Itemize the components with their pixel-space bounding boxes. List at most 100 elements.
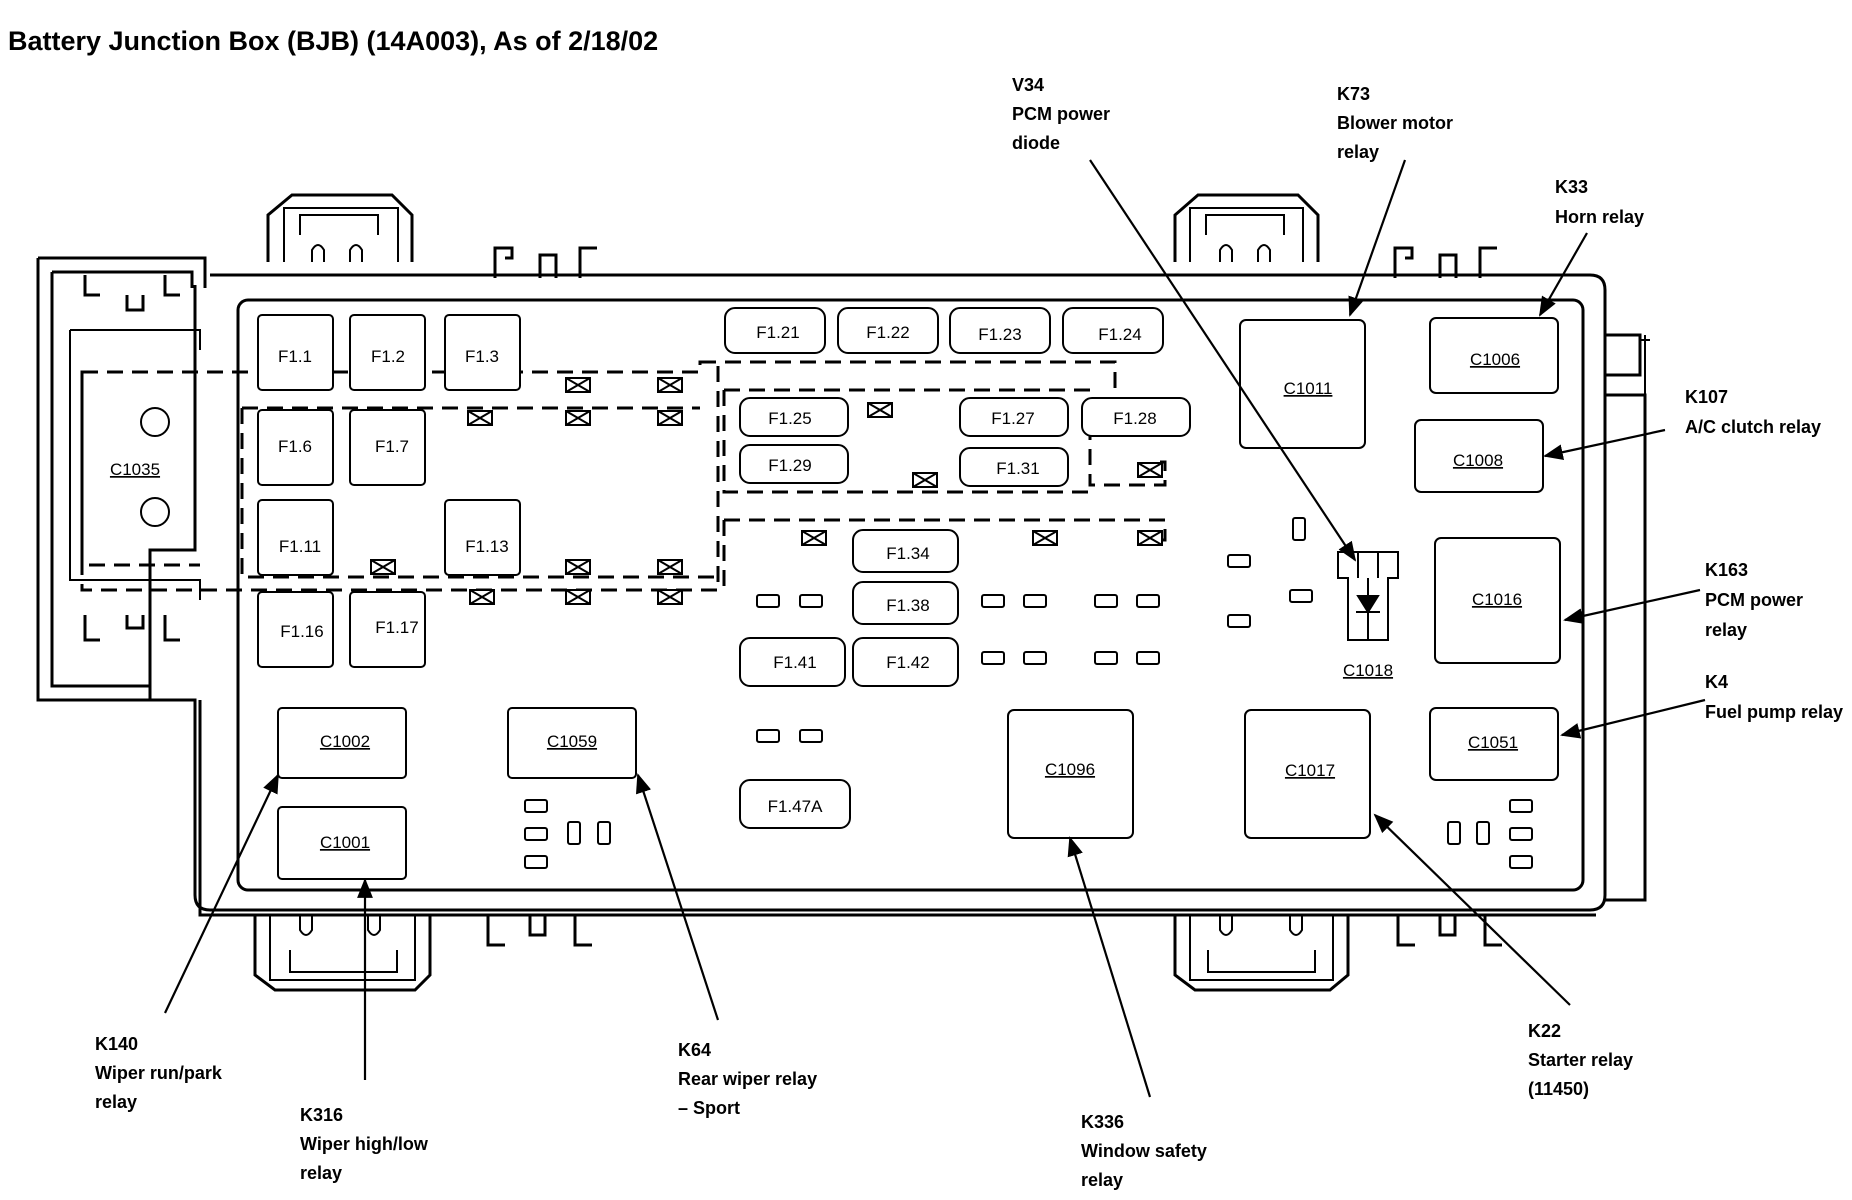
callout-k33: K33 Horn relay: [1555, 177, 1644, 227]
svg-text:C1059: C1059: [547, 732, 597, 751]
svg-text:F1.28: F1.28: [1113, 409, 1156, 428]
svg-text:K316: K316: [300, 1105, 343, 1125]
svg-text:F1.22: F1.22: [866, 323, 909, 342]
svg-text:K73: K73: [1337, 84, 1370, 104]
relay-socket-c1008: C1008: [1414, 419, 1544, 493]
fuse-f1-2: F1.2: [349, 314, 426, 391]
svg-text:C1051: C1051: [1468, 733, 1518, 752]
relay-socket-c1001: C1001: [277, 806, 407, 880]
svg-text:K64: K64: [678, 1040, 711, 1060]
callout-k140: K140 Wiper run/park relay: [95, 1034, 223, 1112]
svg-text:Starter relay: Starter relay: [1528, 1050, 1633, 1070]
fuse-f1-13: F1.13: [444, 499, 521, 576]
fuse-f1-29: F1.29: [739, 444, 849, 484]
fuse-f1-31: F1.31: [959, 447, 1069, 487]
fuse-f1-34: F1.34: [852, 529, 959, 573]
svg-text:C1011: C1011: [1284, 379, 1333, 398]
svg-text:F1.16: F1.16: [280, 622, 323, 641]
svg-text:F1.23: F1.23: [978, 325, 1021, 344]
svg-text:K336: K336: [1081, 1112, 1124, 1132]
svg-text:diode: diode: [1012, 133, 1060, 153]
fuse-f1-24: F1.24: [1062, 307, 1164, 354]
callout-k107: K107 A/C clutch relay: [1685, 387, 1821, 437]
svg-text:F1.3: F1.3: [465, 347, 499, 366]
svg-text:F1.25: F1.25: [768, 409, 811, 428]
svg-text:C1008: C1008: [1453, 451, 1503, 470]
svg-text:K107: K107: [1685, 387, 1728, 407]
svg-text:F1.6: F1.6: [278, 437, 312, 456]
leader-lines: [164, 159, 1706, 1098]
relay-socket-c1017: C1017: [1244, 709, 1371, 839]
svg-text:– Sport: – Sport: [678, 1098, 740, 1118]
svg-text:C1016: C1016: [1472, 590, 1522, 609]
fuse-f1-25: F1.25: [739, 397, 849, 437]
svg-text:F1.38: F1.38: [886, 596, 929, 615]
fuse-f1-27: F1.27: [959, 397, 1069, 437]
fuse-f1-17: F1.17: [349, 591, 426, 668]
svg-text:K4: K4: [1705, 672, 1728, 692]
svg-text:K22: K22: [1528, 1021, 1561, 1041]
callout-k22: K22 Starter relay (11450): [1528, 1021, 1633, 1099]
svg-text:F1.41: F1.41: [773, 653, 816, 672]
relay-socket-c1016: C1016: [1434, 537, 1561, 664]
svg-text:Fuel pump relay: Fuel pump relay: [1705, 702, 1843, 722]
fuse-f1-22: F1.22: [837, 307, 939, 354]
svg-text:relay: relay: [300, 1163, 342, 1183]
fuse-f1-42: F1.42: [852, 637, 959, 687]
svg-text:F1.27: F1.27: [991, 409, 1034, 428]
svg-text:(11450): (11450): [1528, 1079, 1589, 1099]
svg-text:F1.31: F1.31: [996, 459, 1039, 478]
callout-v34: V34 PCM power diode: [1012, 75, 1110, 153]
connector-c1035: C1035: [110, 407, 170, 527]
callout-k163: K163 PCM power relay: [1705, 560, 1803, 640]
svg-text:Horn relay: Horn relay: [1555, 207, 1644, 227]
fuse-f1-6: F1.6: [257, 409, 334, 486]
svg-text:F1.42: F1.42: [886, 653, 929, 672]
fuse-f1-16: F1.16: [257, 591, 334, 668]
svg-text:K33: K33: [1555, 177, 1588, 197]
fuse-f1-28: F1.28: [1081, 397, 1191, 437]
svg-text:F1.2: F1.2: [371, 347, 405, 366]
callout-k316: K316 Wiper high/low relay: [300, 1105, 429, 1183]
fuse-f1-41: F1.41: [739, 637, 846, 687]
svg-text:relay: relay: [1337, 142, 1379, 162]
c1035-label: C1035: [110, 460, 160, 479]
svg-text:Blower motor: Blower motor: [1337, 113, 1453, 133]
fuse-f1-47a: F1.47A: [739, 779, 851, 829]
fuse-f1-11: F1.11: [257, 499, 334, 576]
housing: [36, 193, 1650, 992]
svg-text:K163: K163: [1705, 560, 1748, 580]
svg-text:F1.11: F1.11: [279, 537, 321, 556]
terminal-slots: [524, 517, 1533, 869]
relay-socket-c1096: C1096: [1007, 709, 1134, 839]
relay-socket-c1051: C1051: [1429, 707, 1559, 781]
svg-text:Wiper run/park: Wiper run/park: [95, 1063, 223, 1083]
callout-k73: K73 Blower motor relay: [1337, 84, 1453, 162]
svg-text:F1.24: F1.24: [1098, 325, 1141, 344]
svg-text:F1.7: F1.7: [375, 437, 409, 456]
svg-text:Wiper high/low: Wiper high/low: [300, 1134, 429, 1154]
fuse-f1-21: F1.21: [724, 307, 826, 354]
svg-text:F1.13: F1.13: [465, 537, 508, 556]
svg-text:relay: relay: [95, 1092, 137, 1112]
svg-text:C1017: C1017: [1285, 761, 1335, 780]
svg-text:V34: V34: [1012, 75, 1044, 95]
svg-text:Window safety: Window safety: [1081, 1141, 1207, 1161]
svg-text:relay: relay: [1705, 620, 1747, 640]
svg-text:F1.47A: F1.47A: [768, 797, 823, 816]
page-title: Battery Junction Box (BJB) (14A003), As …: [8, 26, 659, 56]
svg-text:C1001: C1001: [320, 833, 370, 852]
c1018-label: C1018: [1343, 661, 1393, 680]
svg-text:F1.29: F1.29: [768, 456, 811, 475]
svg-text:K140: K140: [95, 1034, 138, 1054]
svg-text:C1096: C1096: [1045, 760, 1095, 779]
fuse-f1-7: F1.7: [349, 409, 426, 486]
callout-k64: K64 Rear wiper relay – Sport: [678, 1040, 817, 1118]
svg-text:F1.17: F1.17: [375, 618, 418, 637]
callout-k336: K336 Window safety relay: [1081, 1112, 1207, 1190]
callout-k4: K4 Fuel pump relay: [1705, 672, 1843, 722]
relay-socket-c1002: C1002: [277, 707, 407, 779]
fuse-f1-3: F1.3: [444, 314, 521, 391]
relay-socket-c1006: C1006: [1429, 317, 1559, 394]
